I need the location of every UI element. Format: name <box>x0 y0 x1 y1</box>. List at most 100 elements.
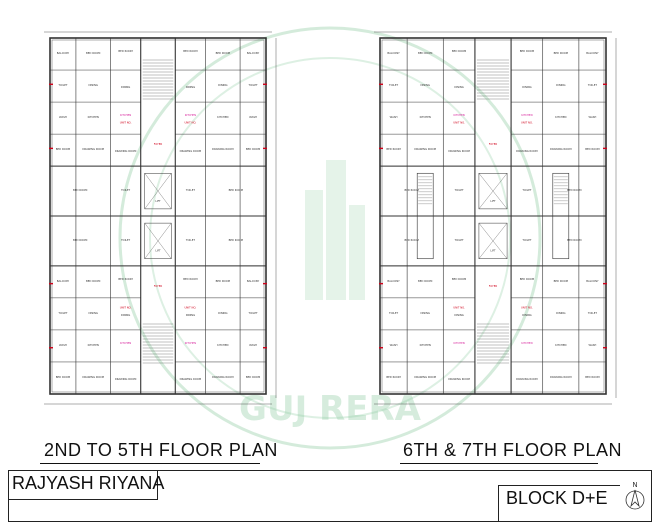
plan-title-6th-7th: 6TH & 7TH FLOOR PLAN <box>403 440 623 460</box>
room-label: KITCHEN <box>453 341 464 345</box>
room-label: BALCONY <box>586 51 599 55</box>
room-label: TOILET <box>121 188 130 192</box>
room-label: BALCONY <box>57 279 70 283</box>
room-label: TOILET <box>389 311 398 315</box>
room-label: KITCHEN <box>420 115 431 119</box>
room-label: DINING <box>88 83 97 87</box>
lift-shaft <box>144 222 172 259</box>
room-label: TOILET <box>249 311 258 315</box>
room-label: KITCHEN <box>120 113 131 117</box>
room-label: BED ROOM <box>246 375 260 379</box>
core-wall <box>474 37 512 395</box>
room-label: BALCONY <box>586 279 599 283</box>
room-label: BED ROOM <box>520 277 534 281</box>
room-label: BALCONY <box>57 51 70 55</box>
room-label: BALCONY <box>387 51 400 55</box>
room-label: BED ROOM <box>56 147 70 151</box>
lift-cross <box>144 173 172 209</box>
room-label: BALCONY <box>247 279 260 283</box>
room-label: DINING <box>186 313 195 317</box>
room-label: DRAWING ROOM <box>550 375 572 379</box>
room-label: DINING <box>522 85 531 89</box>
room-label: DINING <box>121 313 130 317</box>
room-label: FOYER <box>489 284 498 288</box>
room-label: BED ROOM <box>386 147 400 151</box>
room-label: TOILET <box>249 83 258 87</box>
room-label: DRAWING ROOM <box>82 375 104 379</box>
room-label: LIFT <box>490 249 496 253</box>
room-label: KITCHEN <box>88 343 99 347</box>
room-label: BED ROOM <box>216 279 230 283</box>
room-label: DRAWING ROOM <box>212 147 234 151</box>
room-label: DRAWING ROOM <box>115 377 137 381</box>
room-label: KITCHEN <box>217 115 228 119</box>
plan-title-2nd-5th: 2ND TO 5TH FLOOR PLAN <box>44 440 278 460</box>
room-label: WASH <box>59 343 67 347</box>
room-label: KITCHEN <box>521 341 532 345</box>
room-label: UNIT NO. <box>521 306 533 310</box>
room-label: DINING <box>420 83 429 87</box>
block-label: BLOCK D+E <box>506 488 608 508</box>
room-label: DRAWING ROOM <box>115 149 137 153</box>
lift-shaft <box>478 173 508 210</box>
room-label: FOYER <box>154 284 163 288</box>
room-label: BED ROOM <box>183 49 197 53</box>
room-label: DRAWING ROOM <box>180 149 202 153</box>
room-label: DINING <box>218 311 227 315</box>
room-label: BED ROOM <box>404 238 418 242</box>
north-arrow-icon: N <box>625 481 645 510</box>
room-label: DINING <box>454 313 463 317</box>
room-label: DINING <box>556 83 565 87</box>
room-label: WASH <box>390 115 398 119</box>
room-label: DRAWING ROOM <box>516 377 538 381</box>
room-label: WASH <box>589 115 597 119</box>
plan-geometry <box>44 31 277 405</box>
room-label: DRAWING ROOM <box>516 149 538 153</box>
core-wall <box>140 37 176 395</box>
room-label: BED ROOM <box>418 51 432 55</box>
room-label: BED ROOM <box>418 279 432 283</box>
room-label: LIFT <box>490 199 496 203</box>
room-label: BED ROOM <box>554 51 568 55</box>
plan-geometry <box>374 31 617 405</box>
watermark-text: GUJ RERA <box>239 389 422 429</box>
room-label: DINING <box>522 313 531 317</box>
room-label: UNIT NO. <box>120 306 132 310</box>
room-label: BED ROOM <box>229 238 243 242</box>
room-label: BED ROOM <box>585 375 599 379</box>
room-label: UNIT NO. <box>521 120 533 124</box>
room-label: DRAWING ROOM <box>414 375 436 379</box>
room-label: DRAWING ROOM <box>180 377 202 381</box>
room-label: UNIT NO. <box>120 120 132 124</box>
room-label: BED ROOM <box>183 277 197 281</box>
title-underline <box>40 463 260 464</box>
room-label: TOILET <box>522 238 531 242</box>
room-label: BED ROOM <box>404 188 418 192</box>
room-label: UNIT NO. <box>453 306 465 310</box>
lift-cross <box>144 223 172 259</box>
room-label: BED ROOM <box>452 277 466 281</box>
room-label: BED ROOM <box>73 238 87 242</box>
room-label: DINING <box>121 85 130 89</box>
stair-core <box>416 172 434 260</box>
stair-core <box>552 172 570 260</box>
lift-shaft <box>144 173 172 210</box>
room-label: BED ROOM <box>567 188 581 192</box>
room-label: BED ROOM <box>73 188 87 192</box>
room-label: DINING <box>420 311 429 315</box>
project-name: RAJYASH RIYANA <box>12 473 165 493</box>
room-label: TOILET <box>455 238 464 242</box>
room-label: KITCHEN <box>217 343 228 347</box>
room-label: LIFT <box>155 249 161 253</box>
room-label: DINING <box>454 85 463 89</box>
title-block <box>8 470 652 522</box>
room-label: WASH <box>59 115 67 119</box>
room-label: LIFT <box>155 199 161 203</box>
lift-cross <box>478 173 508 209</box>
room-label: DRAWING ROOM <box>414 147 436 151</box>
room-label: TOILET <box>588 83 597 87</box>
room-label: KITCHEN <box>555 115 566 119</box>
floor-plan-2nd-to-5th: BALCONY BED ROOM BED ROOM BED ROOM BED ROOM B… <box>44 31 277 405</box>
room-label: KITCHEN <box>185 341 196 345</box>
